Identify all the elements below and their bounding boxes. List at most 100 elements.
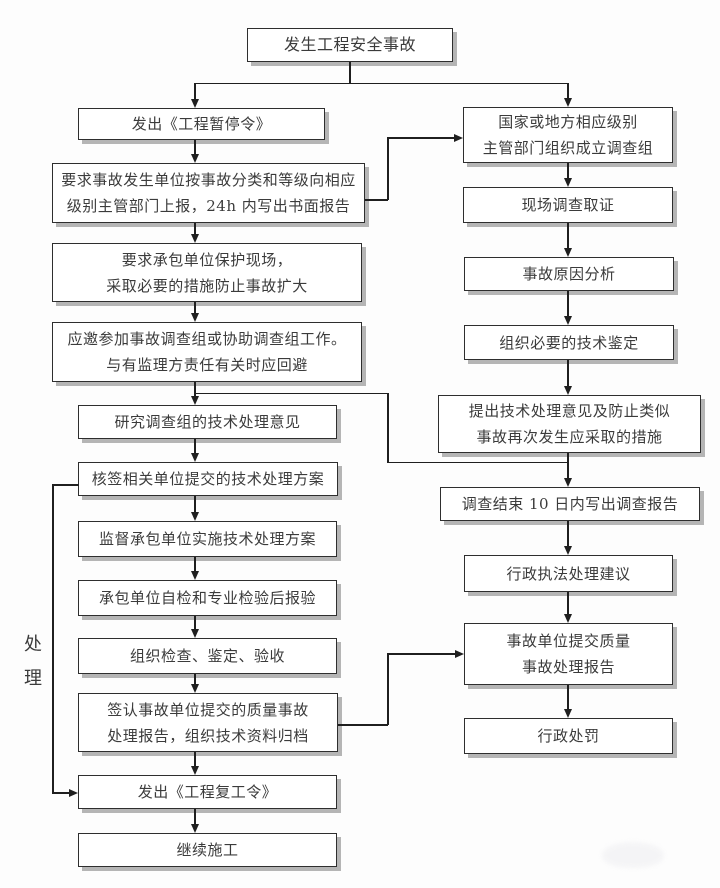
flow-line	[194, 809, 196, 824]
node-label: 现场调查取证	[521, 196, 615, 214]
node-label: 行政执法处理建议	[506, 564, 631, 583]
flow-line	[194, 674, 196, 684]
flow-line	[567, 453, 569, 478]
node-supervise-implementation: 监督承包单位实施技术处理方案	[78, 521, 337, 557]
arrowhead-down	[563, 98, 572, 107]
node-form-investigation-team: 国家或地方相应级别 主管部门组织成立调查组	[463, 107, 673, 163]
node-label: 组织必要的技术鉴定	[499, 333, 639, 352]
node-sign-report-archive: 签认事故单位提交的质量事故 处理报告，组织技术资料归档	[78, 693, 338, 752]
flow-line	[52, 484, 79, 486]
arrowhead-down	[190, 154, 199, 163]
flow-line	[194, 616, 196, 629]
arrowhead-right	[69, 788, 78, 797]
arrowhead-down	[563, 178, 572, 187]
node-propose-measures: 提出技术处理意见及防止类似 事故再次发生应采取的措施	[438, 395, 701, 453]
flow-line	[365, 199, 388, 201]
side-label-handling: 处理	[21, 634, 42, 702]
flow-line	[338, 724, 388, 726]
node-label: 采取必要的措施防止事故扩大	[106, 276, 308, 295]
node-enforcement-suggestion: 行政执法处理建议	[464, 555, 673, 592]
node-issue-resume-order: 发出《工程复工令》	[78, 775, 337, 809]
node-label: 处理报告，组织技术资料归档	[107, 726, 309, 745]
arrowhead-down	[563, 478, 572, 487]
node-continue-construction: 继续施工	[78, 833, 337, 867]
node-label: 要求承包单位保护现场，	[121, 250, 293, 269]
node-investigation-report: 调查结束 10 日内写出调查报告	[440, 487, 700, 521]
arrowhead-down	[563, 614, 572, 623]
flow-line	[387, 137, 455, 139]
node-issue-stop-order: 发出《工程暂停令》	[78, 108, 325, 140]
node-label: 要求事故发生单位按事故分类和等级向相应	[61, 171, 356, 189]
node-label: 事故处理报告	[521, 658, 615, 676]
node-label: 提出技术处理意见及防止类似	[468, 402, 671, 420]
flow-line	[567, 592, 569, 614]
flow-line	[349, 62, 351, 83]
flow-line	[567, 291, 569, 316]
node-accident-occurs: 发生工程安全事故	[247, 28, 453, 62]
flow-line	[194, 83, 196, 99]
flow-line	[567, 163, 569, 178]
flow-line	[194, 496, 196, 512]
flow-line	[567, 521, 569, 546]
arrowhead-down	[190, 512, 199, 521]
node-technical-appraisal: 组织必要的技术鉴定	[464, 325, 674, 360]
arrowhead-down	[190, 234, 199, 243]
arrowhead-down	[190, 313, 199, 322]
node-label: 行政处罚	[537, 727, 600, 745]
flow-line	[52, 792, 70, 794]
node-countersign-plan: 核签相关单位提交的技术处理方案	[78, 462, 338, 496]
node-report-to-authority: 要求事故发生单位按事故分类和等级向相应 级别主管部门上报，24h 内写出书面报告	[52, 163, 365, 223]
node-label: 调查结束 10 日内写出调查报告	[461, 495, 679, 513]
flow-line	[194, 382, 196, 396]
flow-line	[387, 461, 569, 463]
arrowhead-down	[190, 99, 199, 108]
arrowhead-right	[454, 133, 463, 142]
arrowhead-down	[563, 248, 572, 257]
flow-line	[387, 392, 389, 462]
node-label: 应邀参加事故调查组或协助调查组工作。	[67, 330, 347, 348]
node-label: 级别主管部门上报，24h 内写出书面报告	[66, 197, 351, 215]
node-label: 事故再次发生应采取的措施	[476, 428, 663, 446]
arrowhead-down	[190, 684, 199, 693]
node-administrative-penalty: 行政处罚	[464, 718, 673, 754]
arrowhead-down	[190, 453, 199, 462]
flow-line	[194, 752, 196, 766]
node-cause-analysis: 事故原因分析	[464, 257, 674, 291]
node-contractor-self-inspection: 承包单位自检和专业检验后报验	[78, 580, 337, 616]
flow-line	[567, 685, 569, 709]
arrowhead-down	[563, 386, 572, 395]
node-study-technical-opinions: 研究调查组的技术处理意见	[78, 405, 337, 439]
node-label: 发生工程安全事故	[283, 35, 416, 54]
node-label: 与有监理方责任有关时应回避	[106, 356, 308, 374]
arrowhead-down	[190, 629, 199, 638]
node-label: 核签相关单位提交的技术处理方案	[91, 470, 325, 488]
flow-line	[387, 653, 456, 655]
watermark-smudge	[602, 842, 664, 868]
arrowhead-right	[455, 649, 464, 658]
arrowhead-down	[190, 396, 199, 405]
flow-line	[567, 360, 569, 386]
flow-line	[567, 83, 569, 98]
node-label: 发出《工程复工令》	[137, 783, 278, 801]
flow-line	[387, 137, 389, 200]
node-label: 事故单位提交质量	[506, 632, 631, 650]
arrowhead-down	[190, 571, 199, 580]
flow-line	[387, 653, 389, 725]
node-label: 签认事故单位提交的质量事故	[107, 700, 309, 719]
flow-line	[194, 302, 196, 313]
node-label: 发出《工程暂停令》	[131, 115, 272, 133]
arrowhead-down	[190, 766, 199, 775]
node-site-investigation: 现场调查取证	[463, 187, 673, 223]
arrowhead-down	[563, 546, 572, 555]
node-label: 组织检查、鉴定、验收	[129, 647, 285, 665]
arrowhead-down	[563, 316, 572, 325]
flow-line	[194, 223, 196, 234]
flow-line	[52, 484, 54, 793]
flow-line	[194, 439, 196, 453]
flow-line	[194, 82, 569, 84]
node-label: 监督承包单位实施技术处理方案	[98, 530, 316, 548]
flow-line	[567, 223, 569, 248]
arrowhead-down	[563, 709, 572, 718]
arrowhead-down	[190, 824, 199, 833]
